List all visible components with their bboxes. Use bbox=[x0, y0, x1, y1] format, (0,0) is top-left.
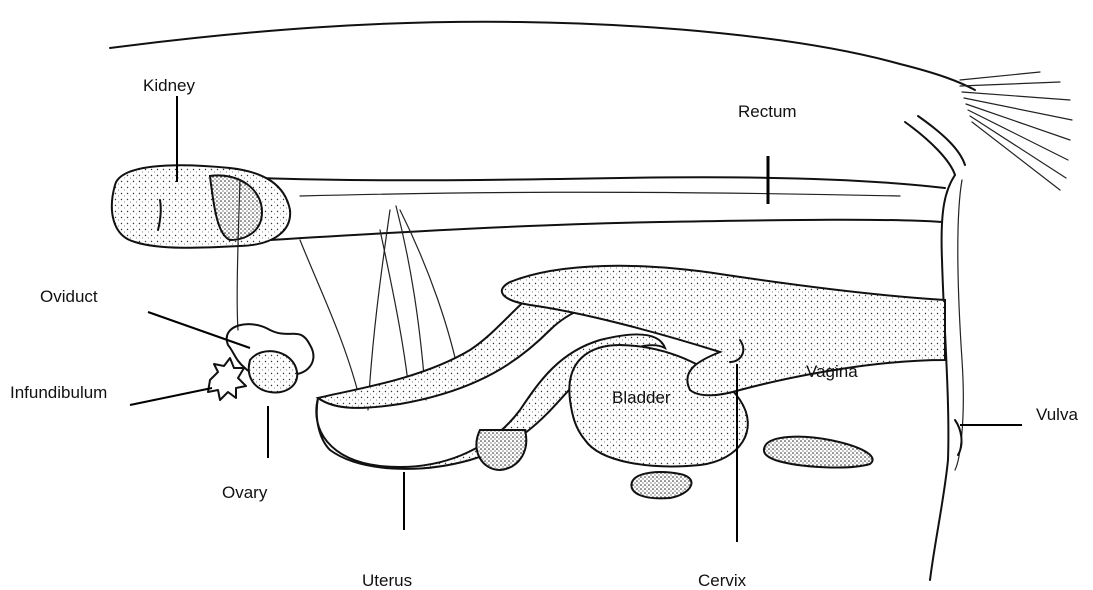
label-vagina: Vagina bbox=[806, 362, 858, 381]
label-infundibulum: Infundibulum bbox=[10, 383, 107, 402]
oviduct-leader bbox=[148, 312, 250, 348]
lower-organ-1 bbox=[631, 472, 691, 498]
infundibulum-leader bbox=[130, 388, 212, 405]
oviduct-ovary-illustration bbox=[208, 324, 313, 400]
label-cervix: Cervix bbox=[698, 571, 747, 590]
label-rectum: Rectum bbox=[738, 102, 797, 121]
tail-illustration bbox=[905, 72, 1072, 190]
label-uterus: Uterus bbox=[362, 571, 412, 590]
label-vulva: Vulva bbox=[1036, 405, 1078, 424]
label-bladder: Bladder bbox=[612, 388, 671, 407]
lower-organ-2 bbox=[764, 437, 873, 468]
kidney-illustration bbox=[112, 165, 290, 248]
rectum-illustration bbox=[260, 177, 945, 188]
label-kidney: Kidney bbox=[143, 76, 195, 95]
body-outline bbox=[110, 22, 975, 90]
label-ovary: Ovary bbox=[222, 483, 268, 502]
hind-outline bbox=[930, 175, 955, 580]
label-oviduct: Oviduct bbox=[40, 287, 98, 306]
